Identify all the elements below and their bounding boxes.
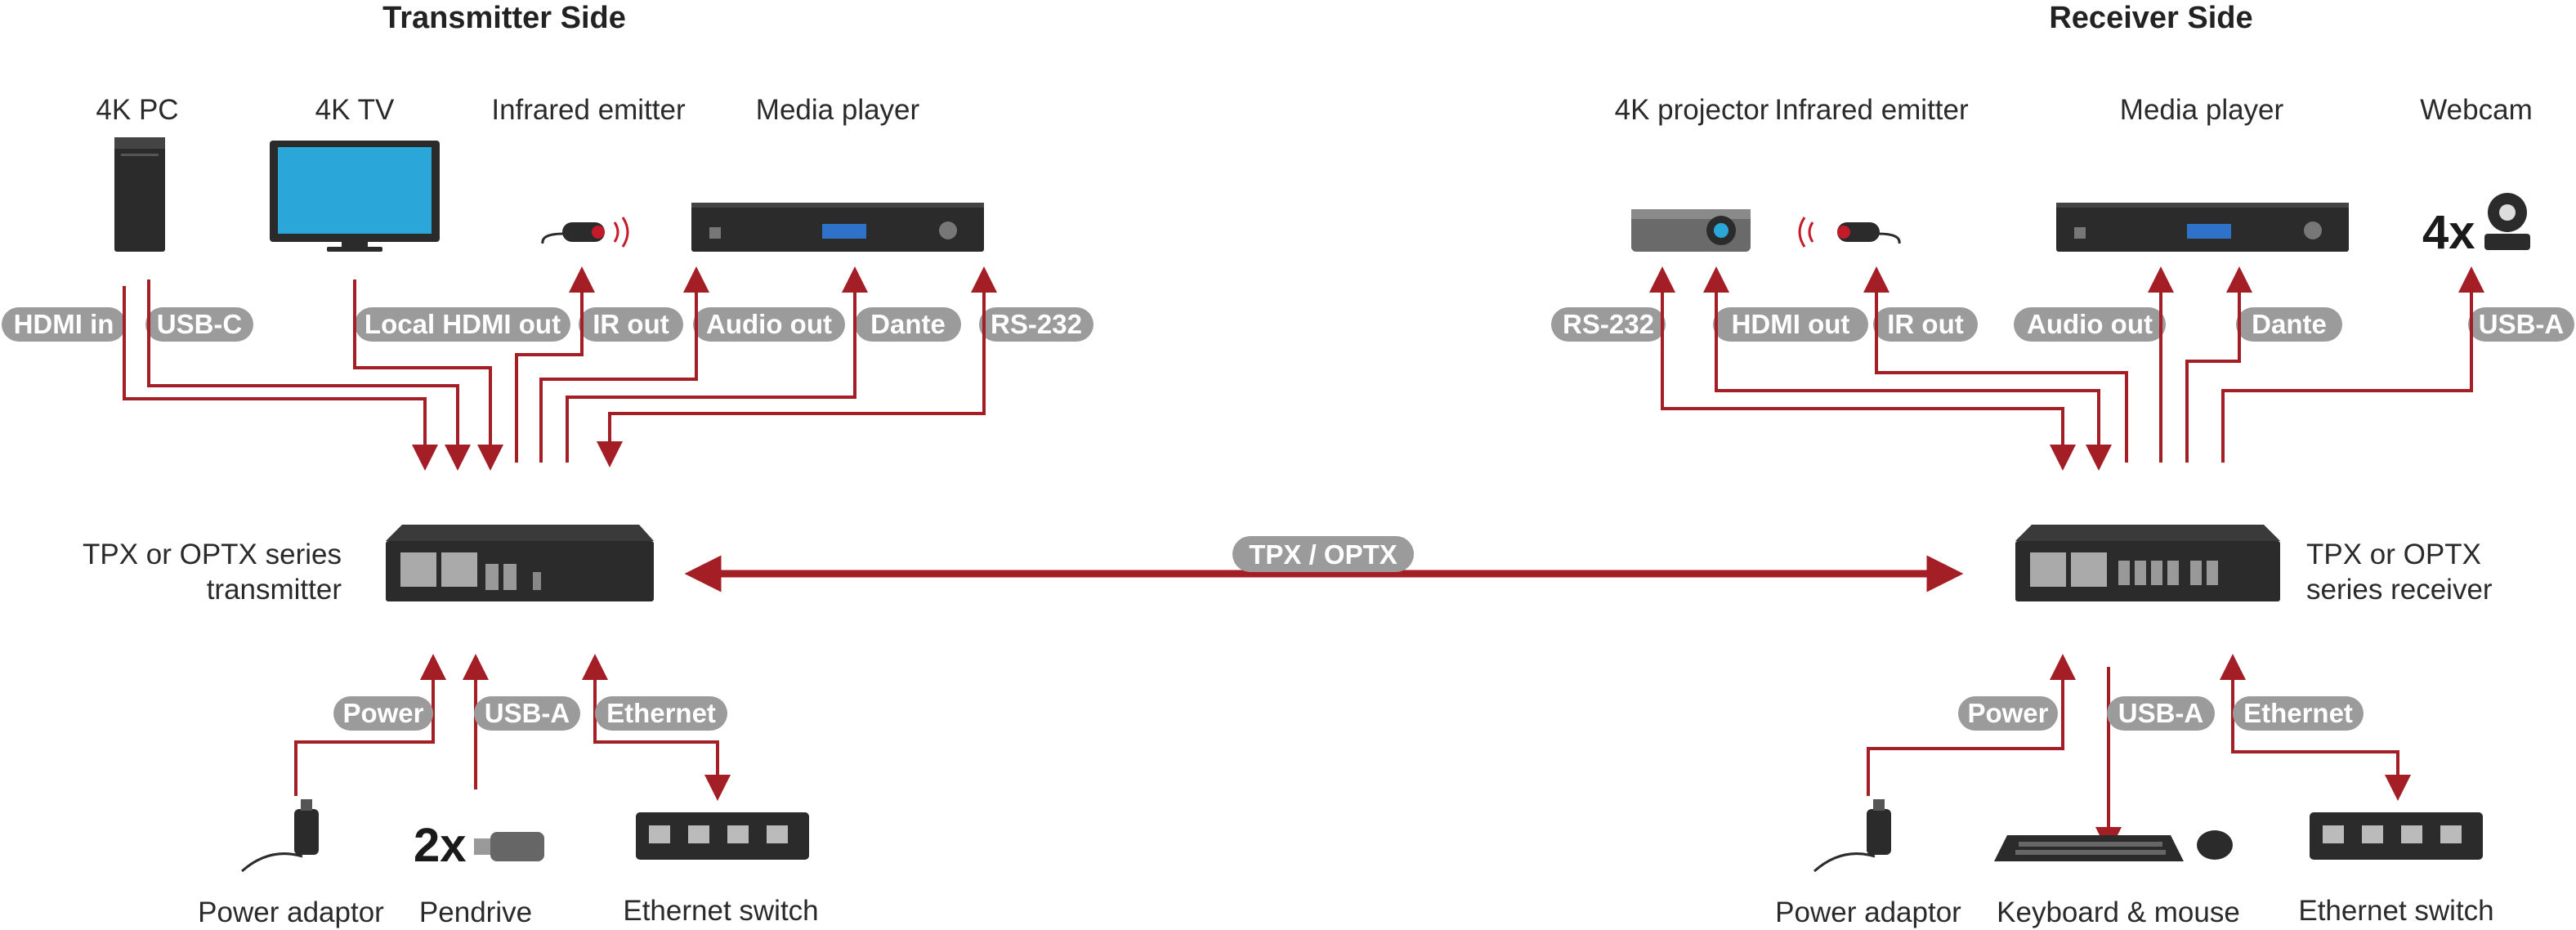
tx-top-wires — [123, 266, 997, 471]
pill-tx-rs232-text: RS-232 — [991, 309, 1082, 339]
pill-tx-ethernet-text: Ethernet — [606, 698, 716, 728]
rx-power-adaptor-icon — [1813, 799, 1891, 873]
tx-unit-label-line1: TPX or OPTX series — [83, 539, 342, 570]
receiver-device-icon — [2015, 525, 2280, 601]
pill-rx-ir-out-text: IR out — [1887, 309, 1963, 339]
keyboard-icon — [1994, 835, 2184, 861]
label-tx-power-adaptor: Power adaptor — [198, 896, 384, 928]
wire-usb-c — [147, 279, 471, 471]
wire-rx-hdmi — [1703, 266, 2112, 471]
pill-rx-rs232-text: RS-232 — [1563, 309, 1654, 339]
label-webcam: Webcam — [2420, 94, 2532, 126]
label-tx-ethernet-switch: Ethernet switch — [623, 895, 818, 927]
rx-infrared-emitter-icon — [1798, 217, 1901, 248]
tx-infrared-emitter-icon — [541, 217, 629, 248]
pill-tx-ethernet — [595, 696, 727, 731]
label-rx-power-adaptor: Power adaptor — [1775, 896, 1961, 928]
pendrive-icon — [474, 832, 544, 861]
pill-tx-audio-out-text: Audio out — [706, 309, 832, 339]
wire-tx-ethernet — [582, 654, 731, 801]
wire-tx-audio — [539, 266, 709, 463]
tx-unit-label-line2: transmitter — [207, 574, 342, 606]
rx-unit-label-line1: TPX or OPTX — [2306, 539, 2481, 570]
pill-usb-c-text: USB-C — [157, 309, 243, 339]
pill-tpx-optx-text: TPX / OPTX — [1249, 539, 1398, 570]
pill-rx-ethernet-text: Ethernet — [2243, 698, 2353, 728]
pill-usb-c — [145, 307, 253, 342]
tx-power-adaptor-icon — [241, 799, 319, 873]
pill-rx-usb-a-bottom-text: USB-A — [2118, 698, 2204, 728]
wire-rx-ethernet — [2220, 654, 2411, 801]
rx-media-player-icon — [2056, 203, 2349, 252]
receiver-side-title: Receiver Side — [2049, 1, 2252, 35]
label-pendrive: Pendrive — [419, 896, 532, 928]
wire-tx-rs232 — [597, 266, 997, 467]
rx-top-wires — [1649, 266, 2484, 471]
pill-rx-dante — [2236, 307, 2342, 342]
label-tx-infrared-emitter: Infrared emitter — [491, 94, 686, 126]
wire-hdmi-in — [123, 286, 438, 471]
pill-tx-usb-a — [474, 696, 580, 731]
wire-rx-dante — [2185, 266, 2252, 463]
transmitter-side-title: Transmitter Side — [382, 1, 626, 35]
pill-rx-power-text: Power — [1967, 698, 2048, 728]
wire-rx-rs232 — [1649, 266, 2076, 471]
pill-tx-usb-a-text: USB-A — [485, 698, 570, 728]
pill-rx-usb-a-top-text: USB-A — [2479, 309, 2565, 339]
webcam-icon — [2484, 193, 2530, 250]
pill-rx-usb-a-bottom — [2107, 696, 2215, 731]
label-rx-ethernet-switch: Ethernet switch — [2298, 895, 2493, 927]
pill-tpx-optx — [1232, 536, 1414, 572]
pill-tx-ir-out-text: IR out — [593, 309, 669, 339]
rx-unit-label-line2: series receiver — [2306, 574, 2493, 606]
projector-icon — [1631, 209, 1751, 252]
webcam-multiplier: 4x — [2422, 206, 2475, 259]
pc-tower-icon — [114, 137, 165, 252]
pill-local-hdmi-out-text: Local HDMI out — [364, 309, 561, 339]
pill-rx-rs232 — [1551, 307, 1666, 342]
rx-bottom-wires — [1867, 654, 2411, 853]
pill-local-hdmi-out — [355, 307, 570, 342]
label-4k-pc: 4K PC — [96, 94, 178, 126]
wire-rx-usb-a-top — [2221, 266, 2484, 463]
label-rx-infrared-emitter: Infrared emitter — [1774, 94, 1969, 126]
pill-hdmi-in-text: HDMI in — [14, 309, 114, 339]
pill-rx-usb-a-top — [2468, 307, 2574, 342]
pill-tx-power-text: Power — [342, 698, 423, 728]
pendrive-multiplier: 2x — [414, 819, 467, 872]
wire-rx-ir — [1863, 266, 2128, 463]
pill-rx-hdmi-out-text: HDMI out — [1732, 309, 1850, 339]
pill-tx-power — [333, 696, 433, 731]
pill-hdmi-in — [2, 307, 126, 342]
pill-tx-rs232 — [979, 307, 1093, 342]
pill-rx-dante-text: Dante — [2252, 309, 2327, 339]
transmitter-device-icon — [386, 525, 654, 601]
wire-rx-power — [1867, 654, 2076, 796]
label-4k-projector: 4K projector — [1615, 94, 1769, 126]
pill-rx-ethernet — [2233, 696, 2364, 731]
tx-media-player-icon — [691, 203, 984, 252]
label-tx-media-player: Media player — [756, 94, 920, 126]
wire-tx-ir — [515, 266, 595, 463]
mouse-icon — [2197, 830, 2233, 860]
wire-tx-power — [294, 654, 446, 796]
label-keyboard-mouse: Keyboard & mouse — [1997, 896, 2240, 928]
tx-ethernet-switch-icon — [636, 812, 809, 860]
label-4k-tv: 4K TV — [315, 94, 395, 126]
label-rx-media-player: Media player — [2120, 94, 2284, 126]
pill-rx-power — [1958, 696, 2058, 731]
tv-icon — [270, 141, 440, 252]
pill-tx-dante-text: Dante — [870, 309, 946, 339]
rx-ethernet-switch-icon — [2310, 812, 2483, 860]
wire-local-hdmi — [353, 279, 503, 471]
pill-rx-audio-out-text: Audio out — [2027, 309, 2153, 339]
tx-bottom-wires — [294, 654, 731, 801]
